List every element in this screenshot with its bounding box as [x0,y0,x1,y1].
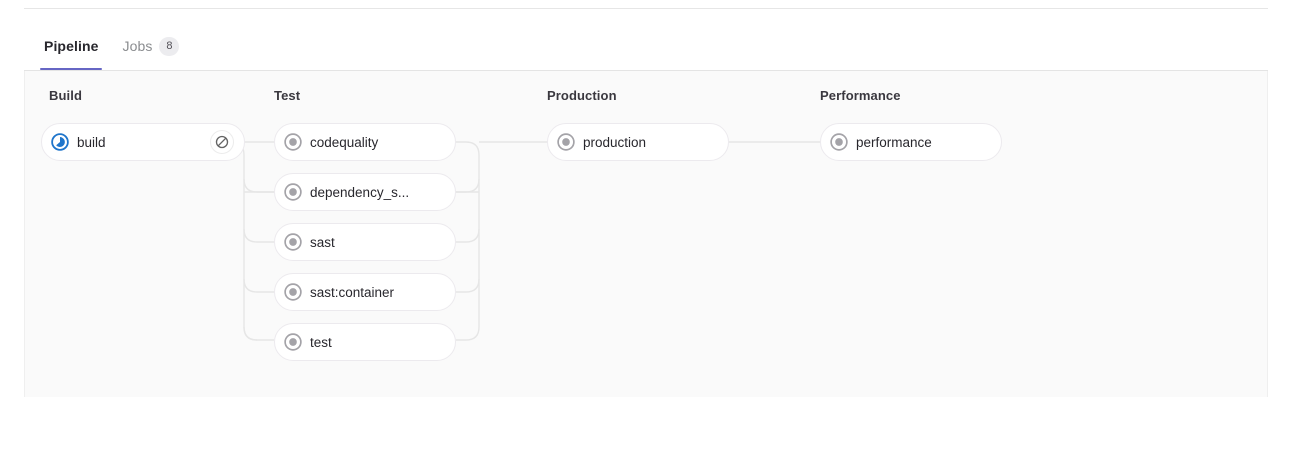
status-created-icon [557,133,575,151]
status-created-icon [284,283,302,301]
job-sast[interactable]: sast [274,223,456,261]
pipeline-connectors [221,141,820,341]
pipeline-graph-panel: Build build Tes [24,71,1268,397]
job-build[interactable]: build [41,123,245,161]
job-codequality-label: codequality [310,134,379,150]
status-created-icon [830,133,848,151]
status-created-icon [284,183,302,201]
tab-pipeline-label: Pipeline [44,38,99,54]
job-sast-container-label: sast:container [310,284,395,300]
job-production[interactable]: production [547,123,729,161]
status-created-icon [284,233,302,251]
top-divider [24,8,1268,9]
stage-build-title: Build [49,88,82,103]
stage-performance-title: Performance [820,88,901,103]
status-running-icon [51,133,69,151]
tab-jobs-badge: 8 [159,36,180,56]
job-test[interactable]: test [274,323,456,361]
job-test-label: test [310,334,332,350]
job-sast-label: sast [310,234,335,250]
job-performance[interactable]: performance [820,123,1002,161]
tab-bar: Pipeline Jobs 8 [24,22,1268,71]
tab-pipeline[interactable]: Pipeline [32,22,110,70]
stage-production-title: Production [547,88,617,103]
tab-list: Pipeline Jobs 8 [24,22,1268,70]
pipeline-graph: Build build Tes [25,71,1267,397]
job-sast-container[interactable]: sast:container [274,273,456,311]
tab-jobs-label: Jobs [122,38,153,54]
job-build-label: build [77,134,106,150]
cancel-icon [215,135,229,149]
cancel-button[interactable] [210,130,234,154]
job-dependency-scanning[interactable]: dependency_s... [274,173,456,211]
job-performance-label: performance [856,134,932,150]
job-codequality[interactable]: codequality [274,123,456,161]
job-production-label: production [583,134,647,150]
status-created-icon [284,333,302,351]
status-created-icon [284,133,302,151]
job-dependency-scanning-label: dependency_s... [310,184,410,200]
stage-test-title: Test [274,88,301,103]
tab-jobs[interactable]: Jobs 8 [110,22,191,70]
